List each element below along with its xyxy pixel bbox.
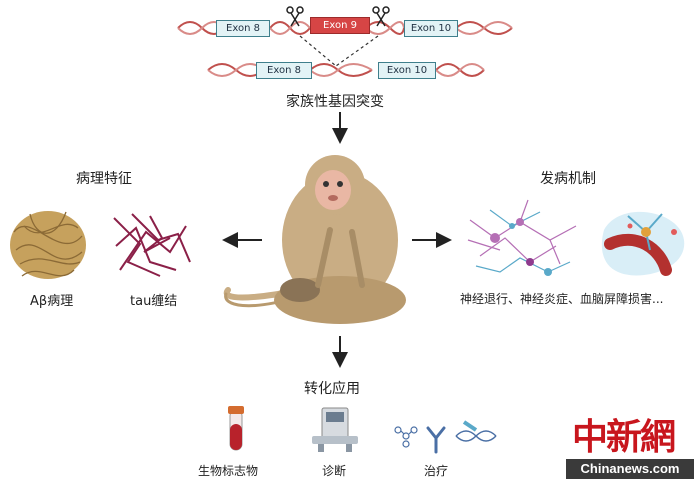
abeta-label: Aβ病理 — [30, 294, 74, 309]
antibody-icon — [426, 426, 446, 454]
diagnosis-label: 诊断 — [322, 464, 347, 478]
dna-strand-top — [177, 21, 513, 35]
mechanism-title: 发病机制 — [540, 171, 596, 187]
scissors-icon-right — [372, 6, 390, 27]
dna-therapy-icon — [455, 420, 497, 442]
splice-lines — [299, 35, 379, 67]
molecule-icon — [394, 426, 418, 448]
macaque-illustration — [223, 155, 406, 324]
exon-8-bottom: Exon 8 — [256, 62, 312, 79]
pathology-title: 病理特征 — [76, 171, 132, 187]
therapy-label: 治疗 — [424, 464, 449, 478]
translation-title: 转化应用 — [304, 381, 360, 397]
neuron-network-image — [467, 199, 577, 276]
chinanews-logo: 中新網 — [572, 416, 676, 458]
tau-tangles-image — [113, 213, 191, 277]
amyloid-fibres-image — [10, 211, 86, 279]
dna-strand-bottom — [207, 63, 485, 77]
blood-tube-icon — [228, 406, 244, 451]
biomarker-label: 生物标志物 — [198, 464, 259, 478]
blood-vessel-image — [601, 211, 685, 276]
scissors-icon-left — [286, 6, 304, 27]
exon-9-mutant: Exon 9 — [310, 17, 370, 34]
exon-10-top: Exon 10 — [404, 20, 458, 37]
gene-mutation-caption: 家族性基因突变 — [286, 94, 384, 110]
chinanews-site: Chinanews.com — [566, 459, 694, 479]
exon-10-bottom: Exon 10 — [378, 62, 436, 79]
tau-label: tau缠结 — [130, 294, 178, 309]
scanner-icon — [312, 407, 358, 452]
mechanism-caption: 神经退行、神经炎症、血脑屏障损害... — [460, 292, 664, 306]
exon-8-top: Exon 8 — [216, 20, 270, 37]
